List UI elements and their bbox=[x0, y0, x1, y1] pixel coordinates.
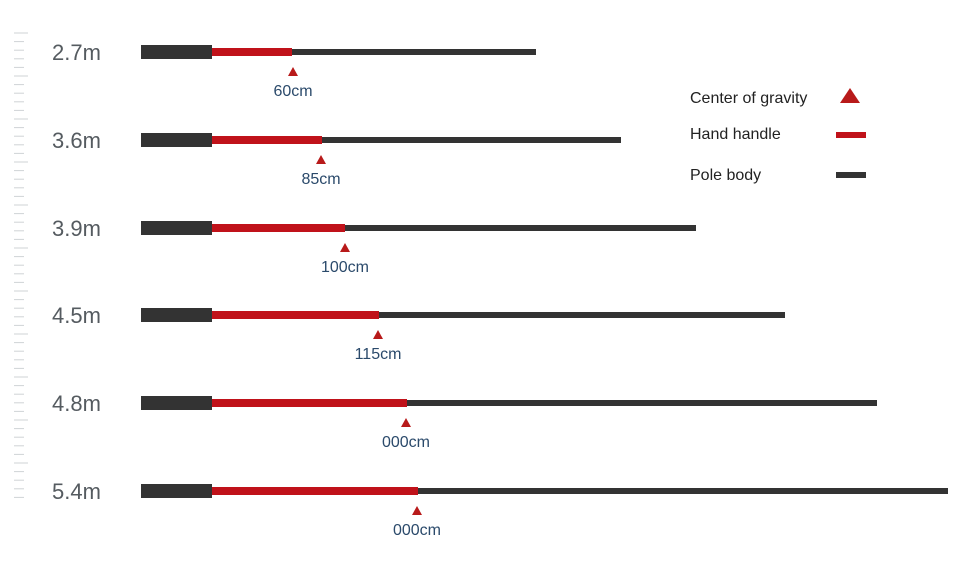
legend: Center of gravity Hand handle Pole body bbox=[690, 88, 866, 184]
legend-label-center-of-gravity: Center of gravity bbox=[690, 90, 807, 107]
center-of-gravity-label: 100cm bbox=[321, 259, 369, 276]
pole-butt bbox=[141, 133, 212, 147]
legend-label-hand-handle: Hand handle bbox=[690, 126, 781, 143]
center-of-gravity-marker bbox=[373, 330, 383, 339]
triangle-icon bbox=[840, 88, 860, 103]
pole-length-label: 5.4m bbox=[52, 479, 101, 504]
hand-handle bbox=[212, 136, 322, 144]
red-bar-icon bbox=[836, 132, 866, 138]
pole-body bbox=[407, 400, 877, 406]
pole-body bbox=[379, 312, 785, 318]
center-of-gravity-label: 000cm bbox=[382, 434, 430, 451]
pole-butt bbox=[141, 308, 212, 322]
legend-item-hand-handle: Hand handle bbox=[690, 126, 866, 143]
pole-butt bbox=[141, 45, 212, 59]
pole-body bbox=[345, 225, 696, 231]
pole-row: 4.5m 115cm bbox=[52, 303, 785, 363]
hand-handle bbox=[212, 399, 407, 407]
pole-row: 3.6m 85cm bbox=[52, 128, 621, 188]
legend-label-pole-body: Pole body bbox=[690, 167, 761, 184]
center-of-gravity-label: 85cm bbox=[301, 171, 340, 188]
hand-handle bbox=[212, 48, 292, 56]
center-of-gravity-label: 115cm bbox=[355, 346, 402, 363]
center-of-gravity-marker bbox=[316, 155, 326, 164]
hand-handle bbox=[212, 311, 379, 319]
pole-length-label: 3.9m bbox=[52, 216, 101, 241]
hand-handle bbox=[212, 487, 418, 495]
pole-butt bbox=[141, 396, 212, 410]
pole-row: 3.9m 100cm bbox=[52, 216, 696, 276]
center-of-gravity-marker bbox=[340, 243, 350, 252]
pole-body bbox=[322, 137, 621, 143]
pole-length-label: 2.7m bbox=[52, 40, 101, 65]
pole-butt bbox=[141, 221, 212, 235]
pole-rows: 2.7m 60cm 3.6m 85cm 3.9m 100cm 4.5m 115cm 4.8m 00… bbox=[52, 40, 948, 539]
center-of-gravity-label: 000cm bbox=[393, 522, 441, 539]
pole-length-label: 4.8m bbox=[52, 391, 101, 416]
pole-row: 4.8m 000cm bbox=[52, 391, 877, 451]
left-ruler bbox=[14, 32, 28, 498]
pole-butt bbox=[141, 484, 212, 498]
pole-length-label: 3.6m bbox=[52, 128, 101, 153]
hand-handle bbox=[212, 224, 345, 232]
legend-item-pole-body: Pole body bbox=[690, 167, 866, 184]
center-of-gravity-marker bbox=[288, 67, 298, 76]
legend-item-center-of-gravity: Center of gravity bbox=[690, 88, 860, 107]
center-of-gravity-marker bbox=[412, 506, 422, 515]
black-bar-icon bbox=[836, 172, 866, 178]
center-of-gravity-label: 60cm bbox=[273, 83, 312, 100]
pole-body bbox=[292, 49, 536, 55]
pole-length-label: 4.5m bbox=[52, 303, 101, 328]
pole-body bbox=[418, 488, 948, 494]
center-of-gravity-marker bbox=[401, 418, 411, 427]
pole-row: 5.4m 000cm bbox=[52, 479, 948, 539]
pole-row: 2.7m 60cm bbox=[52, 40, 536, 100]
